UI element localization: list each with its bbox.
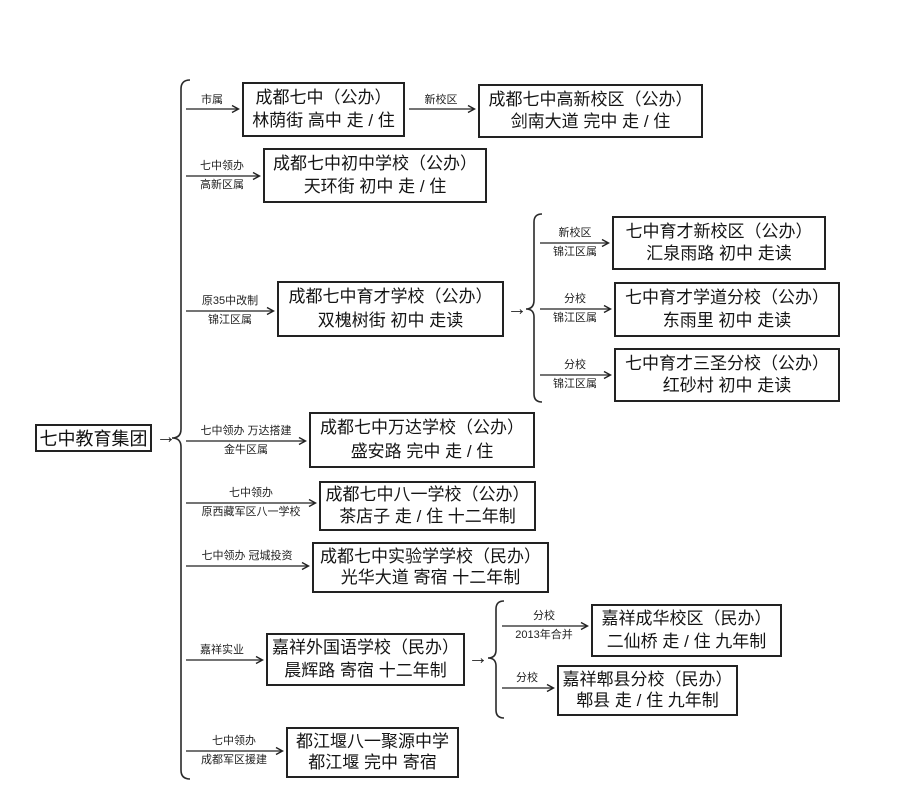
school-subtitle: 剑南大道 完中 走 / 住 — [510, 112, 671, 132]
school-title: 成都七中八一学校（公办） — [325, 485, 530, 505]
school-title: 成都七中初中学校（公办） — [273, 154, 477, 173]
root-label: 七中教育集团 — [39, 429, 148, 449]
edge-label: 七中领办 万达搭建 — [200, 425, 292, 437]
school-subtitle: 汇泉雨路 初中 走读 — [646, 244, 792, 264]
edge-label: 锦江区属 — [553, 312, 597, 324]
school-title: 成都七中育才学校（公办） — [288, 287, 493, 307]
root-arrow-icon: → — [156, 426, 176, 448]
node-dujiangyan-school: 都江堰八一聚源中学 都江堰 完中 寄宿 — [286, 727, 459, 778]
edge-label: 分校 — [564, 293, 586, 305]
school-title: 成都七中实验学学校（民办） — [320, 546, 541, 566]
school-subtitle: 天环街 初中 走 / 住 — [303, 177, 447, 196]
school-subtitle: 茶店子 走 / 住 十二年制 — [339, 506, 516, 526]
edge-label: 分校 — [516, 672, 538, 684]
school-subtitle: 盛安路 完中 走 / 住 — [350, 441, 494, 461]
edge-label: 分校 — [564, 359, 586, 371]
school-subtitle: 东雨里 初中 走读 — [662, 311, 792, 330]
edge-label: 锦江区属 — [208, 314, 252, 326]
school-title: 嘉祥外国语学校（民办） — [272, 638, 459, 658]
edge-label: 七中领办 冠城投资 — [201, 550, 293, 562]
school-title: 成都七中高新校区（公办） — [488, 89, 693, 109]
node-wanda-school: 成都七中万达学校（公办） 盛安路 完中 走 / 住 — [309, 412, 535, 468]
node-chuzhong-school: 成都七中初中学校（公办） 天环街 初中 走 / 住 — [263, 148, 487, 203]
root-node: 七中教育集团 — [35, 424, 152, 452]
edge-label: 原35中改制 — [201, 295, 259, 307]
edge-label: 锦江区属 — [553, 246, 597, 258]
school-subtitle: 双槐树街 初中 走读 — [317, 310, 464, 330]
edge-label: 七中领办 — [229, 487, 273, 499]
school-title: 都江堰八一聚源中学 — [296, 731, 449, 751]
school-subtitle: 都江堰 完中 寄宿 — [308, 753, 437, 773]
edge-label: 成都军区援建 — [201, 754, 267, 766]
school-subtitle: 二仙桥 走 / 住 九年制 — [606, 631, 767, 651]
node-bayi-school: 成都七中八一学校（公办） 茶店子 走 / 住 十二年制 — [319, 481, 536, 531]
node-yucai-xuedao: 七中育才学道分校（公办） 东雨里 初中 走读 — [614, 282, 840, 337]
node-yucai-sansheng: 七中育才三圣分校（公办） 红砂村 初中 走读 — [614, 348, 840, 402]
node-yucai-xinxiaoqu: 七中育才新校区（公办） 汇泉雨路 初中 走读 — [612, 216, 826, 270]
school-subtitle: 林荫街 高中 走 / 住 — [252, 111, 395, 130]
edge-label: 市属 — [201, 94, 223, 106]
edge-label: 分校 — [533, 610, 555, 622]
school-title: 成都七中万达学校（公办） — [320, 418, 524, 438]
school-title: 七中育才三圣分校（公办） — [625, 353, 829, 373]
edge-label: 新校区 — [424, 94, 458, 106]
node-jiaxiang-chenghua: 嘉祥成华校区（民办） 二仙桥 走 / 住 九年制 — [591, 604, 782, 657]
edge-label: 金牛区属 — [224, 444, 268, 456]
edge-label: 嘉祥实业 — [200, 644, 244, 656]
node-yucai-school: 成都七中育才学校（公办） 双槐树街 初中 走读 — [277, 281, 504, 337]
edge-label: 高新区属 — [200, 179, 244, 191]
school-title: 成都七中（公办） — [255, 88, 392, 107]
edge-label: 锦江区属 — [553, 378, 597, 390]
jiaxiang-arrow-icon: → — [468, 647, 488, 669]
yucai-arrow-icon: → — [507, 298, 527, 320]
school-title: 七中育才学道分校（公办） — [625, 288, 829, 307]
edge-label: 七中领办 — [200, 160, 244, 172]
school-subtitle: 郫县 走 / 住 九年制 — [576, 691, 719, 711]
edge-label: 原西藏军区八一学校 — [201, 506, 301, 518]
edge-label: 七中领办 — [212, 735, 256, 747]
node-gaoxin-campus: 成都七中高新校区（公办） 剑南大道 完中 走 / 住 — [478, 84, 703, 138]
school-subtitle: 晨辉路 寄宿 十二年制 — [284, 660, 447, 680]
school-title: 嘉祥郫县分校（民办） — [562, 669, 733, 689]
jiaxiang-brace — [487, 600, 505, 719]
node-shiyan-school: 成都七中实验学学校（民办） 光华大道 寄宿 十二年制 — [312, 542, 549, 593]
school-title: 七中育才新校区（公办） — [625, 221, 813, 241]
node-jiaxiang-school: 嘉祥外国语学校（民办） 晨辉路 寄宿 十二年制 — [266, 633, 465, 686]
school-subtitle: 光华大道 寄宿 十二年制 — [340, 568, 521, 588]
school-subtitle: 红砂村 初中 走读 — [662, 376, 792, 396]
edge-label: 2013年合并 — [515, 629, 573, 641]
school-title: 嘉祥成华校区（民办） — [601, 609, 772, 629]
edge-label: 新校区 — [558, 227, 592, 239]
node-jiaxiang-pixian: 嘉祥郫县分校（民办） 郫县 走 / 住 九年制 — [557, 665, 738, 716]
node-qizhong: 成都七中（公办） 林荫街 高中 走 / 住 — [242, 82, 405, 137]
yucai-brace — [525, 213, 543, 403]
main-brace — [171, 79, 191, 780]
